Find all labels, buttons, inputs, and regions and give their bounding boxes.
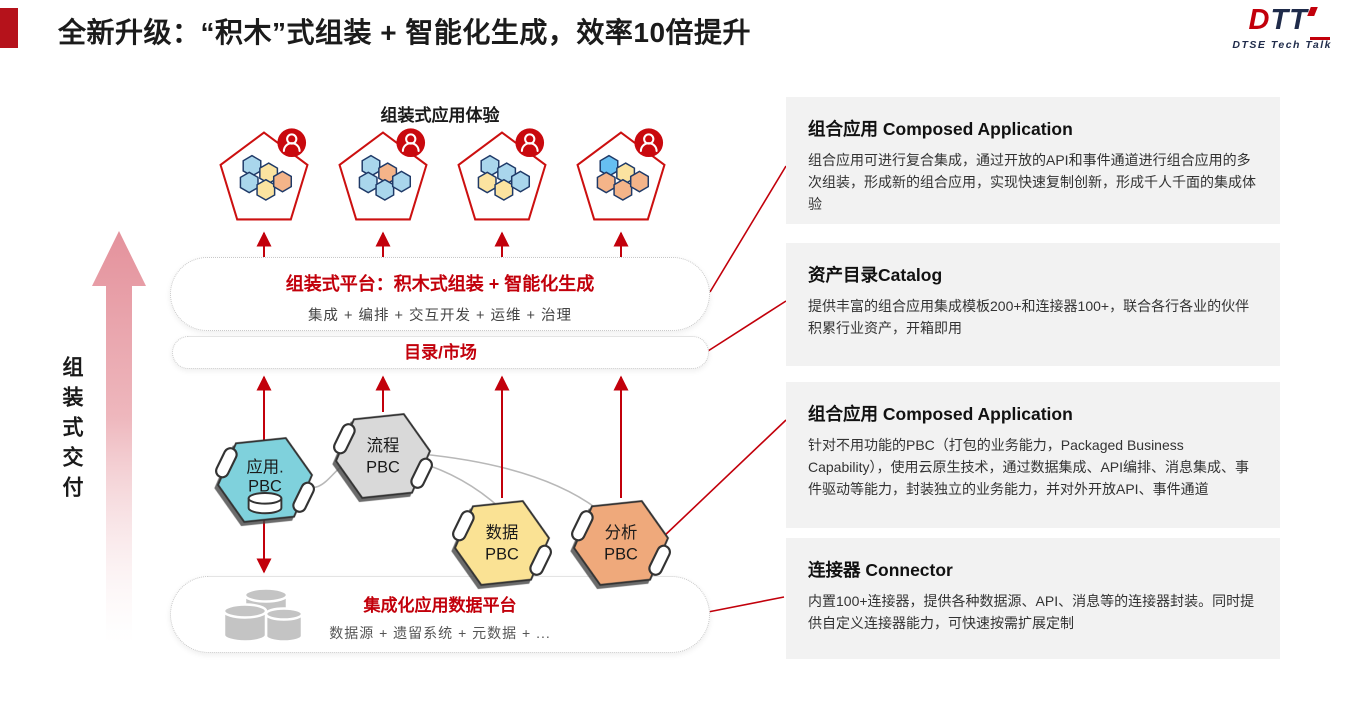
connector-slot xyxy=(648,544,671,576)
pbc-label-line1: 流程 xyxy=(367,437,400,455)
hex-cluster xyxy=(596,154,650,201)
data-platform-title: 集成化应用数据平台 xyxy=(363,596,517,615)
user-badge-icon xyxy=(515,128,545,158)
logo-tick-icon xyxy=(1307,7,1318,16)
panel-body: 针对不用功能的PBC（打包的业务能力，Packaged Business Cap… xyxy=(808,437,1250,497)
pbc-node-data: 数据 PBC xyxy=(452,500,552,586)
title-accent-bar xyxy=(0,8,18,48)
composed-app-pentagon xyxy=(338,128,428,221)
panel-asset-catalog: 资产目录Catalog 提供丰富的组合应用集成模板200+和连接器100+，联合… xyxy=(786,243,1280,366)
data-platform-subtitle: 数据源 + 遗留系统 + 元数据 + ... xyxy=(329,625,551,641)
hex-cluster xyxy=(358,154,412,201)
pbc-label-line1: 应用. xyxy=(246,457,283,476)
panel-connectors xyxy=(661,165,787,613)
pbc-label-line1: 数据 xyxy=(486,524,519,542)
platform-box: 组装式平台：积木式组装 + 智能化生成 集成 + 编排 + 交互开发 + 运维 … xyxy=(170,257,710,331)
database-icon xyxy=(222,587,304,643)
db-cylinder-icon xyxy=(247,492,283,515)
delivery-arrow xyxy=(92,231,146,644)
platform-box-title: 组装式平台：积木式组装 + 智能化生成 xyxy=(285,274,595,294)
pbc-label-line2: PBC xyxy=(366,458,400,476)
composed-app-pentagon xyxy=(576,128,666,221)
connector-slot xyxy=(529,544,552,576)
panel-connector: 连接器 Connector 内置100+连接器，提供各种数据源、API、消息等的… xyxy=(786,538,1280,659)
logo-caption: DTSE Tech Talk xyxy=(1232,39,1332,51)
panel-body: 提供丰富的组合应用集成模板200+和连接器100+，联合各行各业的伙伴积累行业资… xyxy=(808,298,1250,336)
data-platform-box: 集成化应用数据平台 数据源 + 遗留系统 + 元数据 + ... xyxy=(170,576,710,653)
user-badge-icon xyxy=(396,128,426,158)
user-badge-icon xyxy=(277,128,307,158)
catalog-box-title: 目录/市场 xyxy=(404,343,477,362)
panel-title: 连接器 Connector xyxy=(808,560,953,580)
panel-body: 内置100+连接器，提供各种数据源、API、消息等的连接器封装。同时提供自定义连… xyxy=(808,593,1255,631)
panel-composed-application-2: 组合应用 Composed Application 针对不用功能的PBC（打包的… xyxy=(786,382,1280,528)
panel-composed-application-1: 组合应用 Composed Application 组合应用可进行复合集成，通过… xyxy=(786,97,1280,224)
panel-title: 组合应用 Composed Application xyxy=(808,404,1073,424)
page-title: 全新升级：“积木”式组装 + 智能化生成，效率10倍提升 xyxy=(58,17,752,48)
experience-label: 组装式应用体验 xyxy=(380,106,500,125)
connector-slot xyxy=(215,447,238,479)
pbc-label-line2: PBC xyxy=(485,545,519,563)
platform-box-subtitle: 集成 + 编排 + 交互开发 + 运维 + 治理 xyxy=(307,308,573,324)
logo-letters-tt: TT xyxy=(1270,4,1308,36)
left-rail-label: 组装式交付 xyxy=(60,356,83,506)
panel-title: 组合应用 Composed Application xyxy=(808,119,1073,139)
composed-app-pentagon xyxy=(457,128,547,221)
catalog-box: 目录/市场 xyxy=(172,336,709,369)
pbc-node-app: 应用. PBC xyxy=(215,437,315,523)
hex-cluster xyxy=(477,154,531,201)
pbc-label-line2: PBC xyxy=(604,545,638,563)
dtse-logo: DTT DTSE Tech Talk xyxy=(1232,6,1332,52)
panel-title: 资产目录Catalog xyxy=(808,265,943,285)
pbc-label-line1: 分析 xyxy=(605,524,638,542)
panel-body: 组合应用可进行复合集成，通过开放的API和事件通道进行组合应用的多次组装，形成新… xyxy=(808,152,1256,212)
connector-slot xyxy=(333,423,356,455)
user-badge-icon xyxy=(634,128,664,158)
pbc-node-process: 流程 PBC xyxy=(333,413,433,499)
hex-cluster xyxy=(239,154,293,201)
composed-app-pentagon xyxy=(219,128,309,221)
logo-letter-d: D xyxy=(1248,4,1271,36)
logo-underline xyxy=(1310,37,1330,40)
pbc-node-analytics: 分析 PBC xyxy=(571,500,671,586)
logo-wordmark: DTT xyxy=(1232,6,1332,35)
